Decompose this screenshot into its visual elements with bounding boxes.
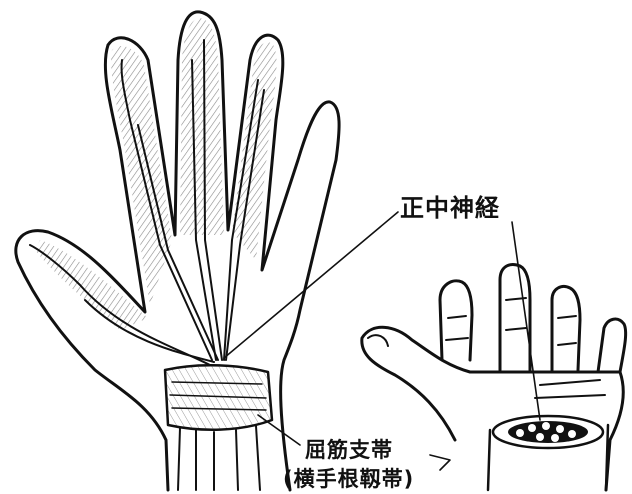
transverse-carpal-ligament-label: (横手根靱帯) (283, 463, 414, 493)
finger-shading (35, 18, 277, 330)
retinaculum-leader-2 (430, 455, 450, 470)
retinaculum-leader (258, 415, 300, 445)
median-nerve-label: 正中神経 (400, 188, 500, 223)
small-finger-1 (440, 281, 472, 360)
small-finger-4 (598, 319, 626, 372)
small-thumb-nail (368, 335, 388, 346)
small-finger-3 (552, 287, 580, 371)
forearm-tendons (178, 426, 260, 490)
small-hand (362, 222, 626, 490)
median-nerve-leader-2 (512, 222, 540, 420)
large-hand (16, 12, 398, 490)
flexor-retinaculum-label: 屈筋支帯 (305, 434, 393, 464)
